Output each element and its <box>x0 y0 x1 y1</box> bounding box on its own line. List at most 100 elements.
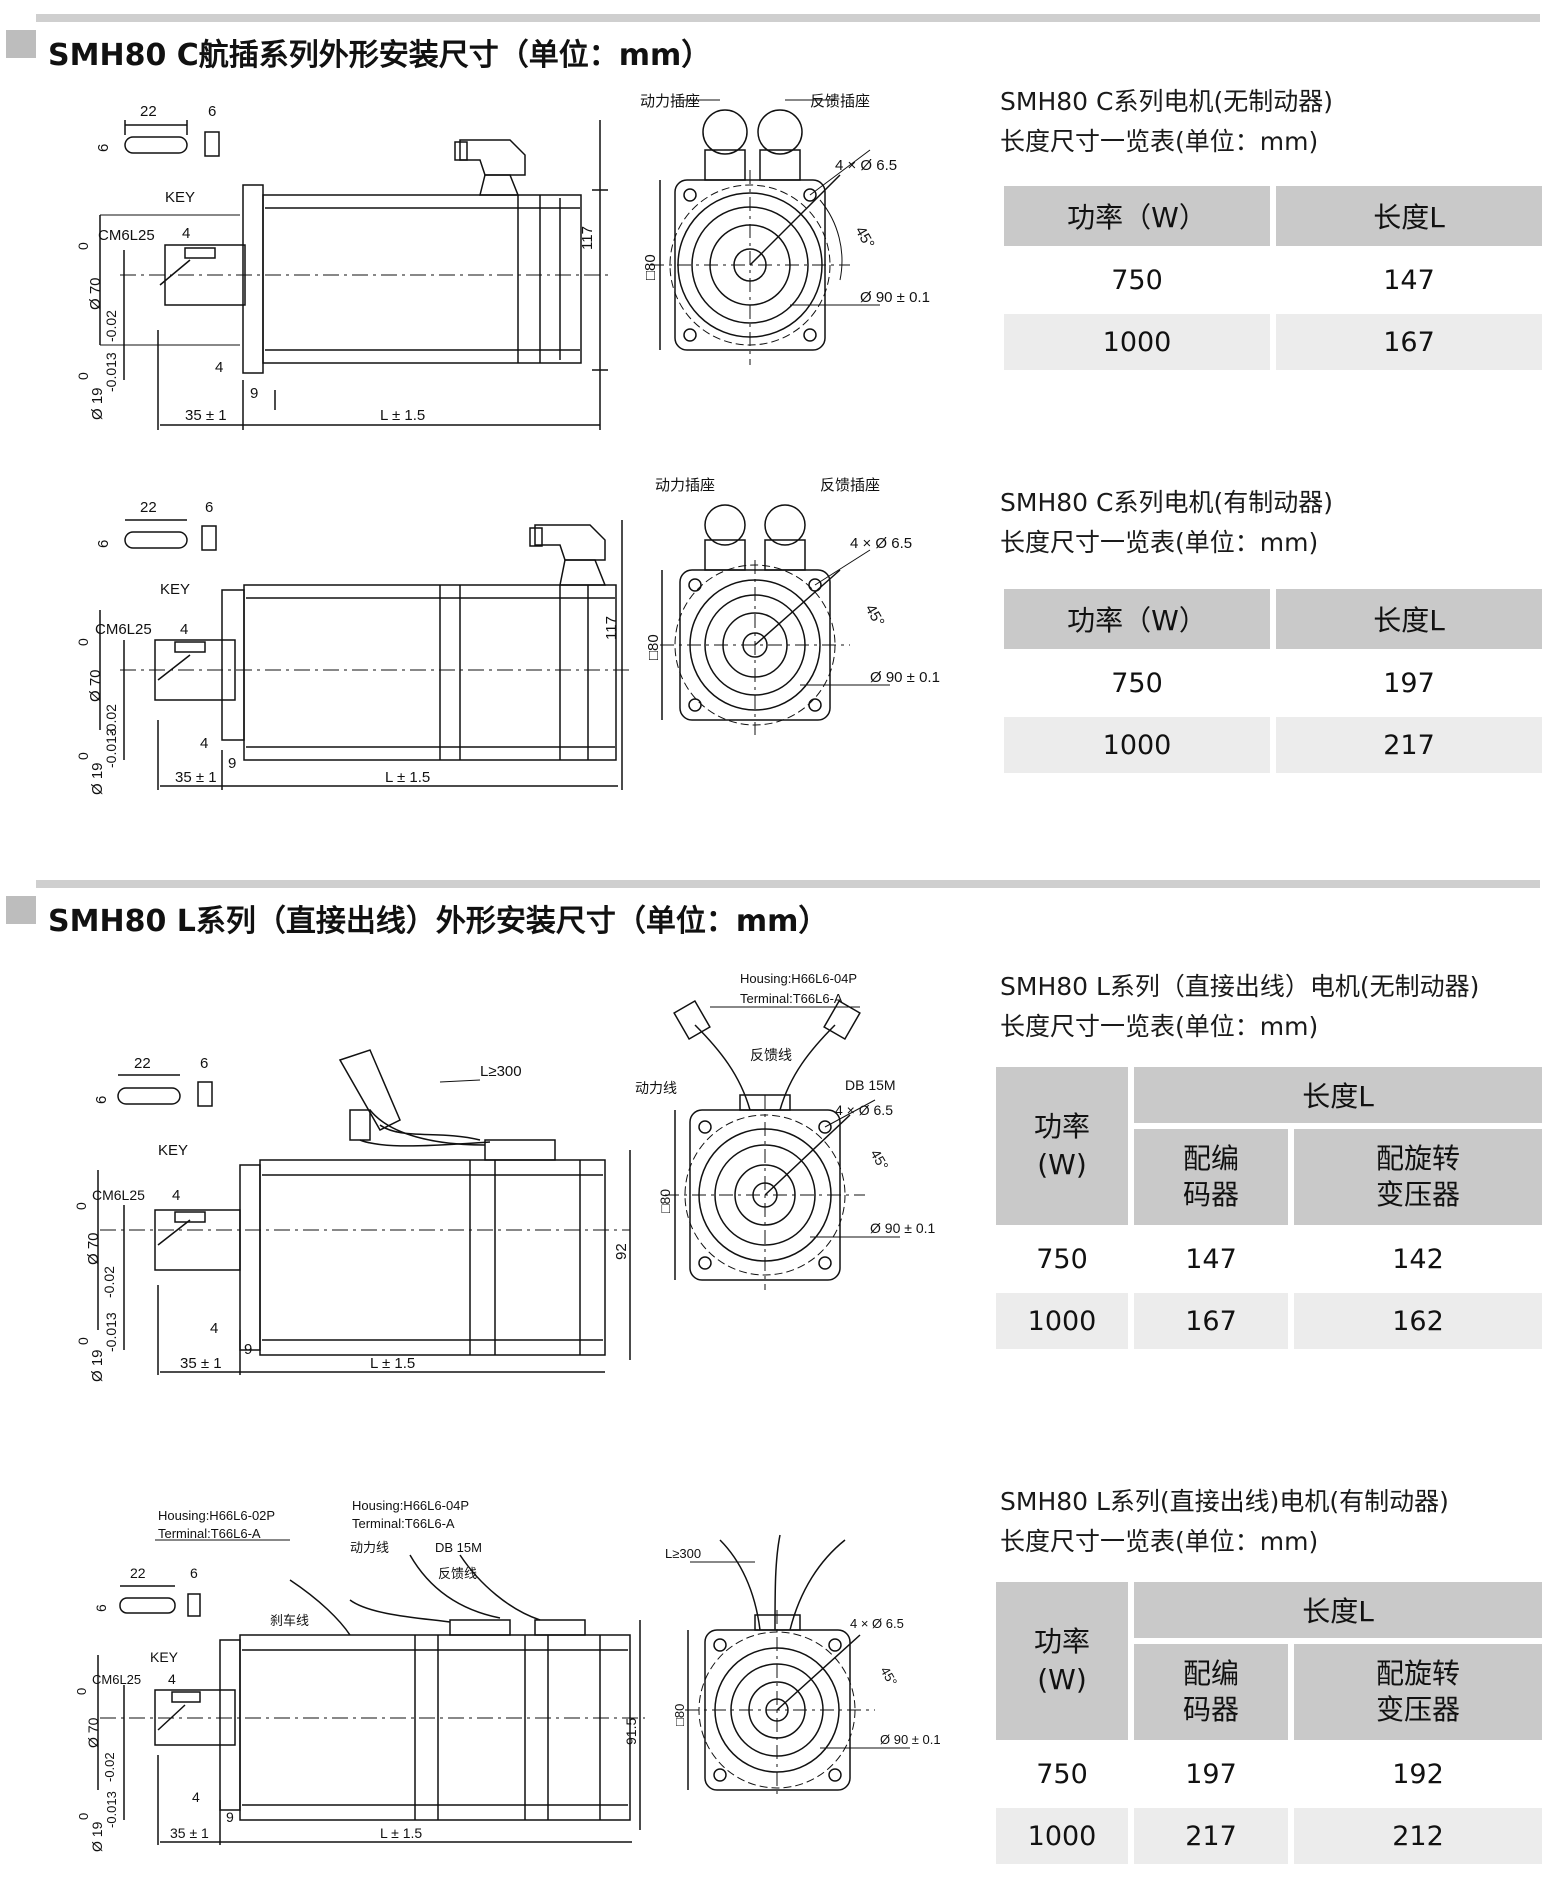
dim-shaft-tol-top: 0 <box>75 372 91 380</box>
side-view-l-nobrake: 22 6 6 KEY CM6L25 4 Ø 70 -0.02 0 Ø 19 -0… <box>73 1049 631 1382</box>
label-feedback-socket: 反馈插座 <box>810 93 870 110</box>
motor-body <box>262 194 582 364</box>
label-housing: Housing:H66L6-04P <box>740 971 857 986</box>
cell-encoder: 197 <box>1134 1746 1288 1802</box>
side-view-l-brake: Housing:H66L6-04P Terminal:T66L6-A Housi… <box>74 1498 645 1852</box>
dim-shaft-len: 35 ± 1 <box>185 407 227 424</box>
label-key: KEY <box>158 1142 188 1159</box>
dim-key-thick: 6 <box>93 1604 109 1612</box>
dim-holes: 4 × Ø 6.5 <box>850 1616 904 1631</box>
dim-shaft-tol-top: 0 <box>75 752 91 760</box>
cell-length: 197 <box>1276 655 1542 711</box>
dim-key-height: 6 <box>190 1565 198 1581</box>
header-power: 功率 (W) <box>996 1067 1128 1225</box>
length-table-c-brake: 功率（W） 长度L 750 197 1000 217 <box>998 583 1548 779</box>
caption-line-2: 长度尺寸一览表(单位：mm) <box>1000 1527 1319 1556</box>
label-key: KEY <box>165 189 195 206</box>
dim-square: □80 <box>645 634 662 660</box>
label-db15: DB 15M <box>845 1077 896 1093</box>
dim-flange-gap: 9 <box>250 385 258 402</box>
dim-flange-thick: 4 <box>215 359 223 376</box>
dim-body-len: L ± 1.5 <box>380 407 425 424</box>
dim-shaft-tol: -0.013 <box>104 1791 119 1828</box>
dim-shaft-len: 35 ± 1 <box>180 1355 222 1372</box>
header-power: 功率 (W) <box>996 1582 1128 1740</box>
shaft-key <box>184 247 216 259</box>
dim-body-len: L ± 1.5 <box>370 1355 415 1372</box>
dim-cable-len: L≥300 <box>665 1546 701 1561</box>
dim-holes: 4 × Ø 6.5 <box>835 1102 893 1118</box>
cell-resolver: 212 <box>1294 1808 1542 1864</box>
dim-body-len: L ± 1.5 <box>380 1825 422 1841</box>
dim-key-width: 22 <box>130 1565 146 1581</box>
cell-power: 750 <box>1004 252 1270 308</box>
label-housing: Housing:H66L6-04P <box>352 1498 469 1513</box>
dim-flange-dia: Ø 70 <box>87 277 104 310</box>
cell-power: 1000 <box>996 1808 1128 1864</box>
dim-flange-gap: 9 <box>244 1341 252 1358</box>
dim-flange-tol-top: 0 <box>75 638 91 646</box>
header-encoder: 配编 码器 <box>1134 1129 1288 1225</box>
dim-shaft-dia: Ø 19 <box>89 1349 106 1382</box>
header-resolver: 配旋转 变压器 <box>1294 1644 1542 1740</box>
section-title: SMH80 L系列（直接出线）外形安装尺寸（单位：mm） <box>48 904 829 939</box>
section-rule <box>36 880 1540 888</box>
dim-flange-tol: -0.02 <box>103 704 119 736</box>
length-table-l-nobrake: 功率 (W) 长度L 配编 码器 配旋转 变压器 750 147 142 100… <box>990 1061 1548 1355</box>
side-view-c-brake: 22 6 6 KEY CM6L25 4 Ø 70 -0.02 0 Ø 19 -0… <box>75 499 630 795</box>
header-length: 长度L <box>1134 1582 1542 1638</box>
header-length: 长度L <box>1276 589 1542 649</box>
dim-shaft-tol-top: 0 <box>76 1813 91 1820</box>
caption-line-2: 长度尺寸一览表(单位：mm) <box>1000 528 1319 557</box>
dim-shaft-tol: -0.013 <box>103 352 119 392</box>
cell-resolver: 192 <box>1294 1746 1542 1802</box>
label-terminal: Terminal:T66L6-A <box>352 1516 455 1531</box>
caption-line-2: 长度尺寸一览表(单位：mm) <box>1000 127 1319 156</box>
dim-key-width: 22 <box>140 103 157 120</box>
connector-feedback <box>757 109 803 155</box>
dim-key-height: 6 <box>208 103 216 120</box>
dim-height: 117 <box>603 616 620 640</box>
dim-thread-depth: 4 <box>168 1671 176 1687</box>
label-housing-brake: Housing:H66L6-02P <box>158 1508 275 1523</box>
dim-key-height: 6 <box>200 1055 208 1072</box>
cell-resolver: 142 <box>1294 1231 1542 1287</box>
label-key: KEY <box>150 1649 179 1665</box>
caption-line-1: SMH80 C系列电机(无制动器) <box>1000 87 1333 116</box>
table-caption: SMH80 L系列（直接出线）电机(无制动器) 长度尺寸一览表(单位：mm) <box>1000 967 1479 1047</box>
dim-key-thick: 6 <box>93 1096 110 1104</box>
dim-shaft-dia: Ø 19 <box>89 387 106 420</box>
table-caption: SMH80 C系列电机(无制动器) 长度尺寸一览表(单位：mm) <box>1000 82 1333 162</box>
dim-height: 92 <box>613 1243 630 1260</box>
dim-key-width: 22 <box>140 499 157 516</box>
label-key: KEY <box>160 581 190 598</box>
cell-encoder: 147 <box>1134 1231 1288 1287</box>
key-end-view <box>204 131 220 157</box>
connector <box>479 174 520 196</box>
label-thread: CM6L25 <box>95 621 152 638</box>
label-power-socket: 动力插座 <box>655 477 715 494</box>
label-thread: CM6L25 <box>92 1672 141 1687</box>
label-thread: CM6L25 <box>92 1187 145 1203</box>
cell-power: 750 <box>996 1231 1128 1287</box>
dim-shaft-tol: -0.013 <box>103 728 119 768</box>
dim-flange-dia: Ø 70 <box>85 1717 101 1748</box>
dim-holes: 4 × Ø 6.5 <box>850 535 912 552</box>
dim-square: □80 <box>657 1189 673 1213</box>
dim-key-height: 6 <box>205 499 213 516</box>
dim-square: □80 <box>672 1704 687 1726</box>
dim-angle: 45° <box>877 1664 900 1689</box>
dim-flange-gap: 9 <box>226 1809 234 1825</box>
dim-height: 117 <box>579 226 596 250</box>
caption-line-1: SMH80 L系列（直接出线）电机(无制动器) <box>1000 972 1480 1001</box>
header-length: 长度L <box>1134 1067 1542 1123</box>
caption-line-2: 长度尺寸一览表(单位：mm) <box>1000 1012 1319 1041</box>
cell-encoder: 167 <box>1134 1293 1288 1349</box>
dim-thread-depth: 4 <box>182 225 190 242</box>
dim-angle: 45° <box>852 224 878 252</box>
label-terminal-brake: Terminal:T66L6-A <box>158 1526 261 1541</box>
section-marker <box>6 30 36 58</box>
dim-flange-thick: 4 <box>192 1789 200 1805</box>
dim-flange-gap: 9 <box>228 755 236 772</box>
dim-flange-dia: Ø 70 <box>85 1232 102 1265</box>
